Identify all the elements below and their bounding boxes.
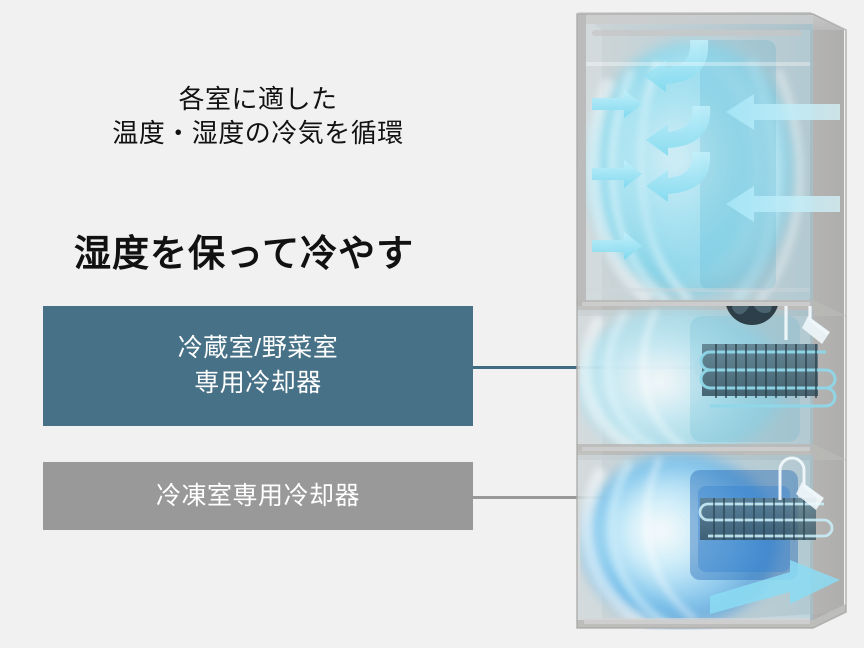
refrigerator-cutaway-illustration [540, 0, 864, 648]
fan-icon [726, 306, 778, 325]
callout-fridge-label: 冷蔵室/野菜室 専用冷却器 [177, 334, 339, 397]
freezer-evaporator-coil [698, 498, 834, 540]
cabinet-outline [576, 13, 847, 629]
compartment-vegetable [577, 306, 837, 450]
compartment-refrigerator [577, 14, 840, 306]
airflow-arrow-intake-1 [592, 90, 642, 118]
airflow-arrow-intake-2 [592, 160, 642, 188]
subheading-text: 各室に適した 温度・湿度の冷気を循環 [112, 84, 404, 148]
airflow-arrow-down-1 [644, 40, 709, 92]
airflow-arrow-exit [710, 560, 840, 614]
airflow-arrow-intake-3 [592, 232, 642, 260]
callout-freezer-label: 冷凍室専用冷却器 [155, 481, 360, 510]
compartment-freezer [577, 454, 846, 630]
airflow-arrow-return-1 [726, 94, 840, 130]
airflow-arrow-down-2 [646, 106, 711, 156]
page-title: 湿度を保って冷やす [74, 233, 415, 274]
callout-fridge-vegetable-cooler: 冷蔵室/野菜室 専用冷却器 [43, 306, 473, 426]
airflow-arrow-return-2 [726, 186, 840, 222]
callout-freezer-cooler: 冷凍室専用冷却器 [43, 462, 473, 530]
airflow-arrow-down-3 [646, 152, 711, 202]
refrigerator-evaporator-coil [699, 344, 837, 408]
